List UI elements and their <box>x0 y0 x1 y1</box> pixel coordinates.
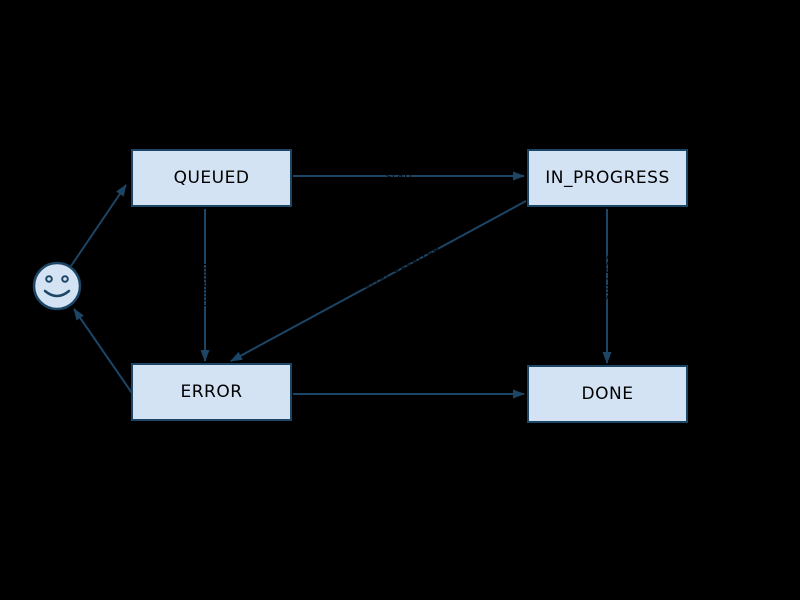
edge-label-in-progress-to-error: error occurred <box>361 242 441 292</box>
smiley-face <box>32 261 82 311</box>
smiley-mouth <box>43 289 71 298</box>
edge-label-queued-to-in-progress: start <box>386 171 414 182</box>
state-node-done: DONE <box>527 365 688 423</box>
state-label-queued: QUEUED <box>173 168 250 188</box>
edge-label-queued-to-error: timeout <box>200 261 211 307</box>
edge-error-to-user <box>73 308 135 397</box>
edge-user-to-queued <box>70 184 127 267</box>
state-label-done: DONE <box>581 384 634 404</box>
edge-in-progress-to-error <box>230 200 527 362</box>
edge-label-in-progress-to-done: success <box>602 254 613 300</box>
state-node-error: ERROR <box>131 363 292 421</box>
state-node-queued: QUEUED <box>131 149 292 207</box>
smiley-eye-left <box>45 275 53 283</box>
smiley-head <box>32 261 82 311</box>
state-node-in-progress: IN_PROGRESS <box>527 149 688 207</box>
smiley-eye-right <box>61 275 69 283</box>
state-label-in-progress: IN_PROGRESS <box>545 168 670 188</box>
state-label-error: ERROR <box>180 382 243 402</box>
